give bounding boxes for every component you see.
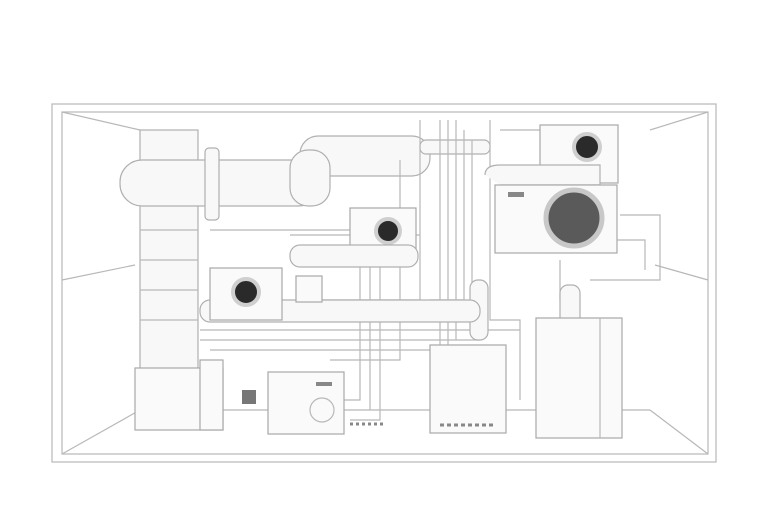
control-box (242, 390, 256, 404)
pump-unit (267, 371, 345, 435)
unit-label-plate (508, 192, 524, 197)
room-frame (51, 103, 717, 463)
fan-unit-large (484, 164, 618, 254)
air-handler-box (134, 359, 224, 431)
connector-duct (289, 244, 419, 268)
boiler-unit (429, 344, 507, 434)
water-tank-cabinet (535, 317, 623, 439)
main-duct (119, 135, 491, 221)
fan-unit-left (209, 267, 323, 321)
